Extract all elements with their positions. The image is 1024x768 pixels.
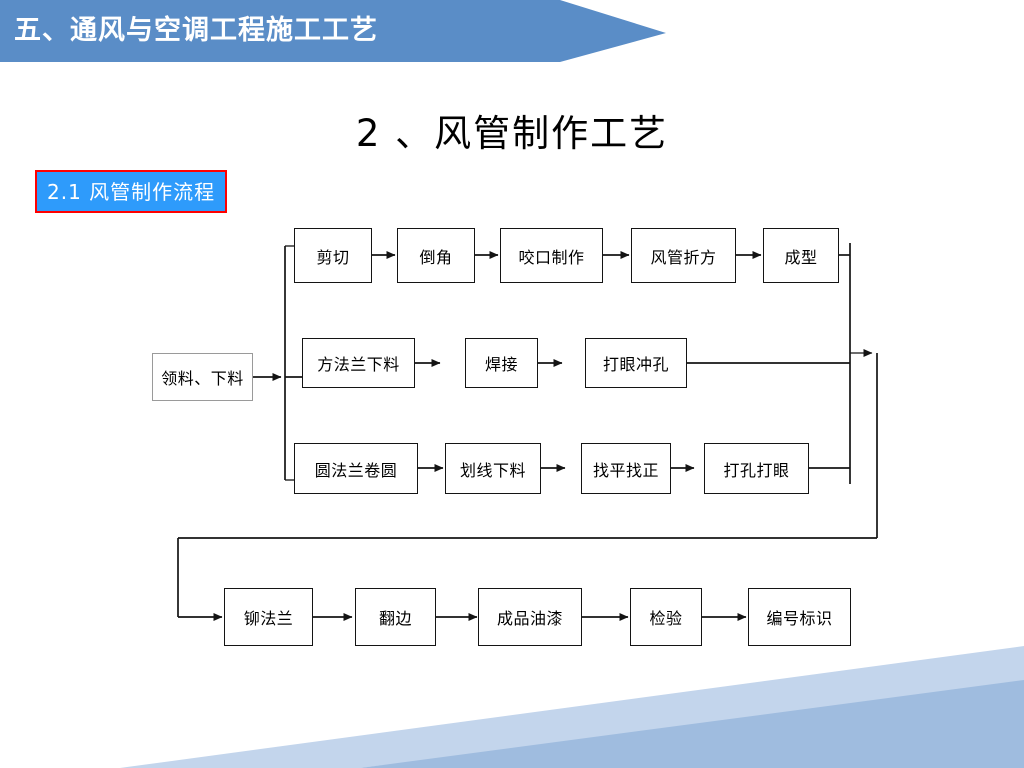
flow-node-row4-1[interactable]: 铆法兰 [224,588,313,646]
flow-node-row3-4[interactable]: 打孔打眼 [704,443,809,494]
flow-node-row4-2[interactable]: 翻边 [355,588,436,646]
flow-node-row1-3[interactable]: 咬口制作 [500,228,603,283]
flow-node-start[interactable]: 领料、下料 [152,353,253,401]
flowchart-connectors [177,243,878,621]
flow-node-row2-1[interactable]: 方法兰下料 [302,338,415,388]
flow-node-row1-5[interactable]: 成型 [763,228,839,283]
section-badge: 2.1 风管制作流程 [35,170,228,213]
flow-node-row1-4[interactable]: 风管折方 [631,228,736,283]
flow-node-row3-1[interactable]: 圆法兰卷圆 [294,443,418,494]
flow-node-row4-4[interactable]: 检验 [630,588,702,646]
flow-node-row4-5[interactable]: 编号标识 [748,588,851,646]
flow-node-row4-3[interactable]: 成品油漆 [478,588,582,646]
flow-node-row2-2[interactable]: 焊接 [465,338,538,388]
page-title: 2 、风管制作工艺 [355,112,669,155]
flow-node-row3-2[interactable]: 划线下料 [445,443,541,494]
flowchart: 领料、下料 剪切 倒角 咬口制作 风管折方 成型 方法兰下料 焊接 打眼冲孔 圆… [152,228,878,646]
flow-node-row2-3[interactable]: 打眼冲孔 [585,338,687,388]
banner-shape [0,0,666,62]
header-title: 五、通风与空调工程施工工艺 [14,15,378,46]
header-banner: 五、通风与空调工程施工工艺 [0,0,700,68]
flow-node-row1-2[interactable]: 倒角 [397,228,475,283]
flow-node-row3-3[interactable]: 找平找正 [581,443,671,494]
flow-node-row1-1[interactable]: 剪切 [294,228,372,283]
